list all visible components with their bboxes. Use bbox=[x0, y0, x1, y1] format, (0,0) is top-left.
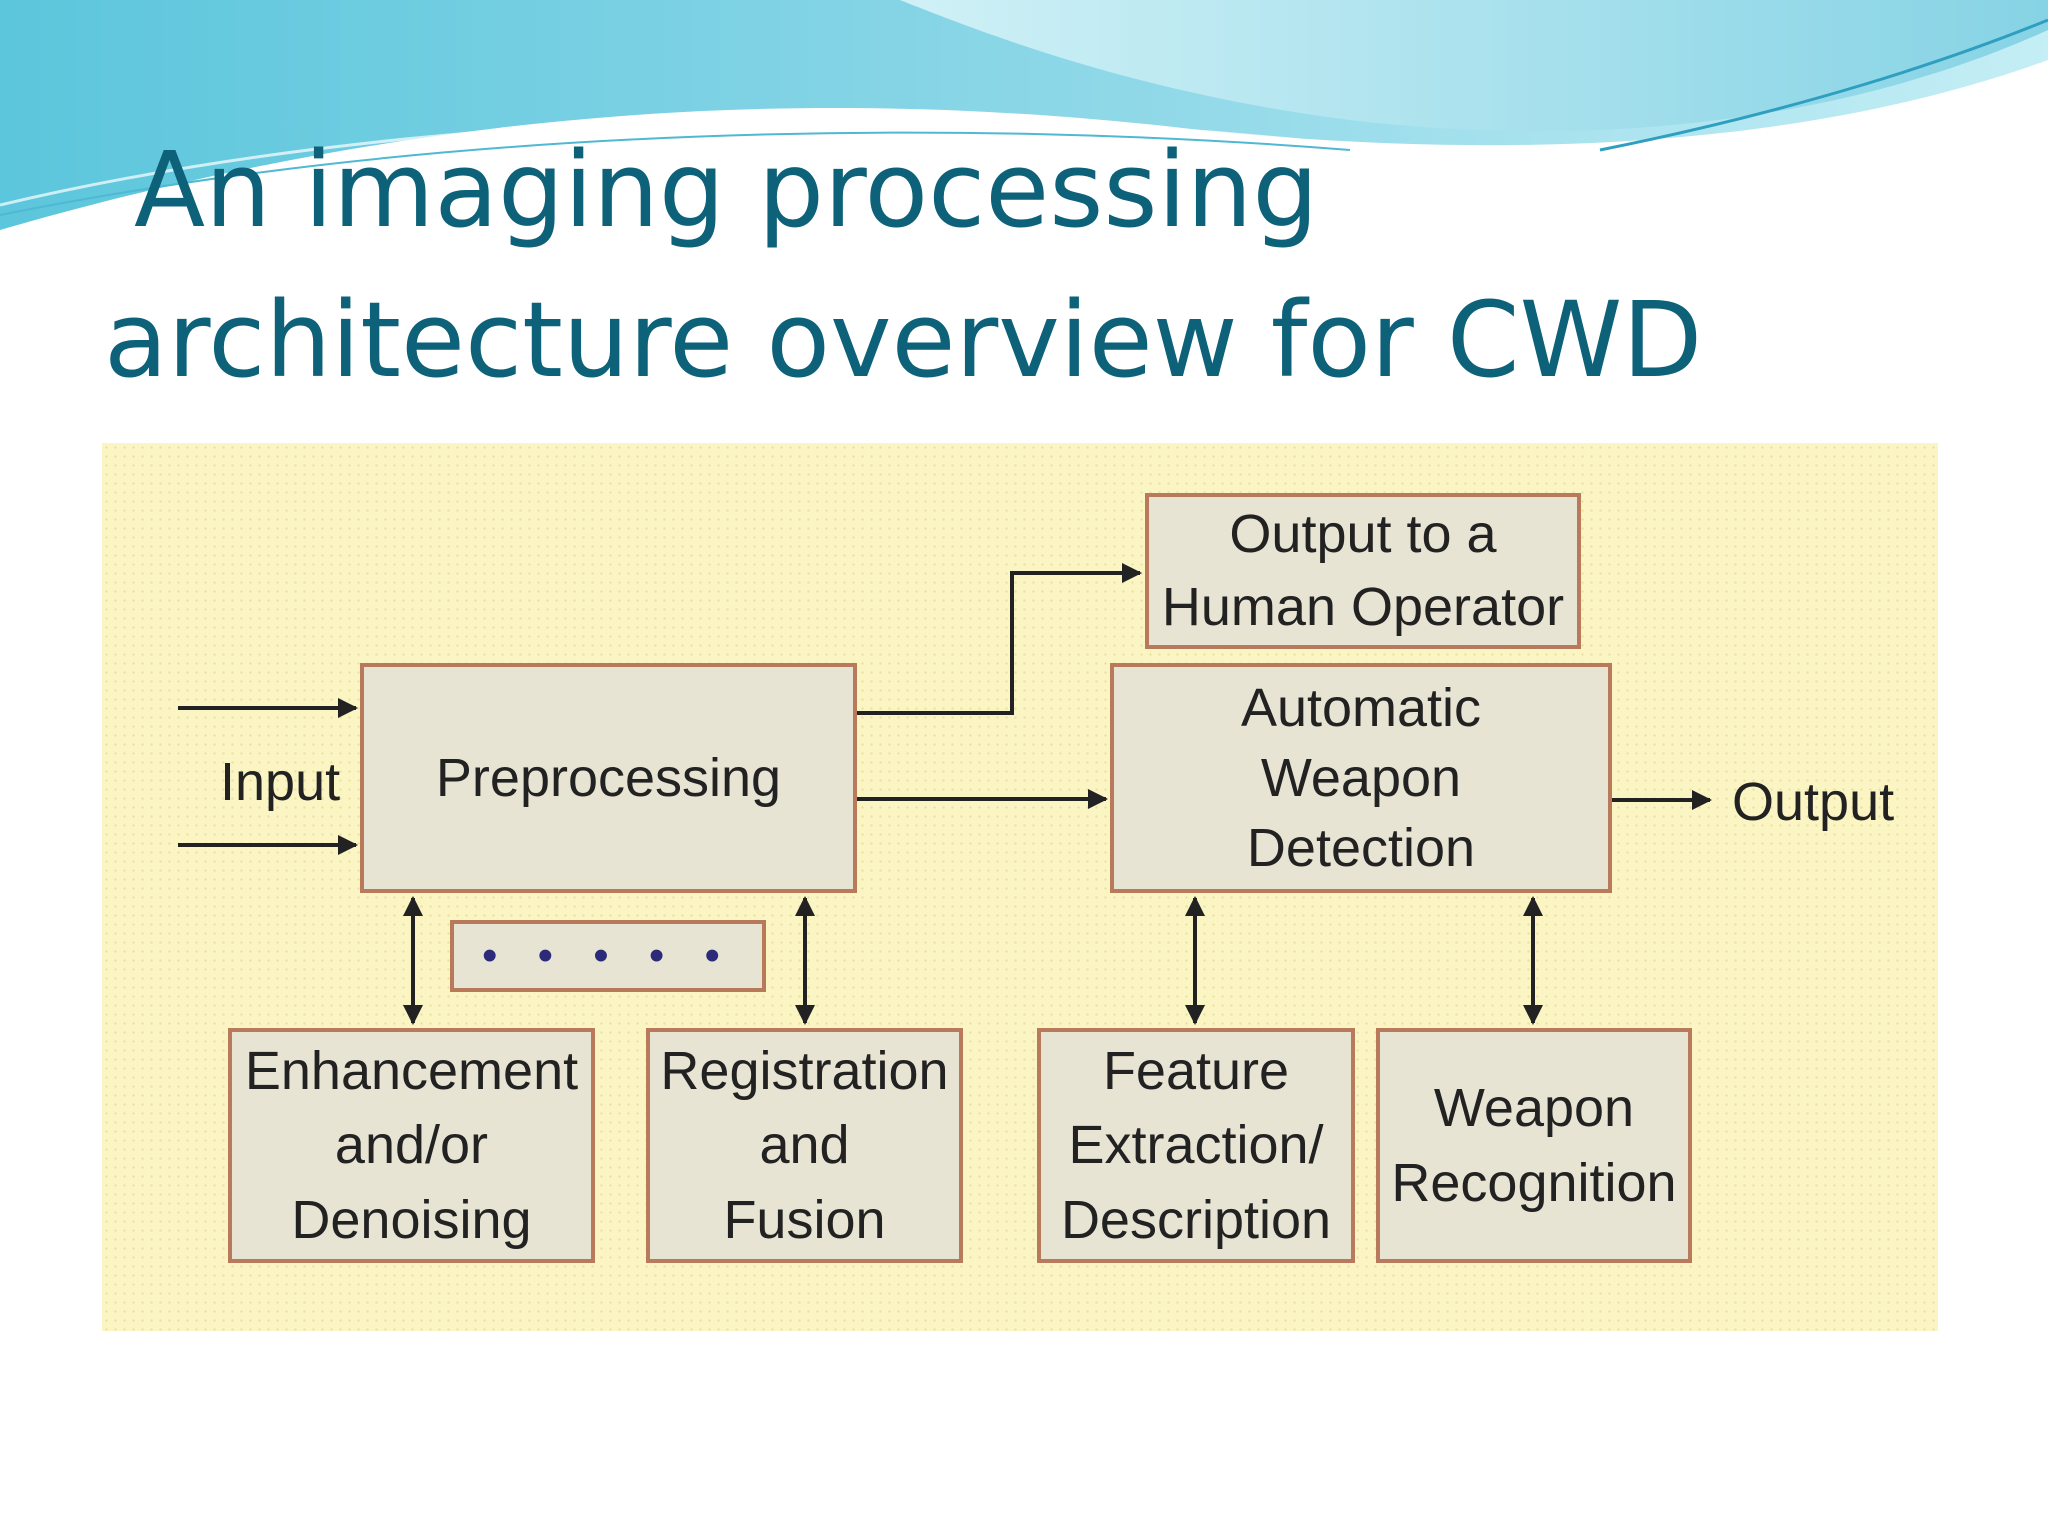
registration-line-3: Fusion bbox=[723, 1189, 886, 1250]
weapon-recognition-box: Weapon Recognition bbox=[1376, 1028, 1692, 1263]
arrow-to-human-operator bbox=[857, 563, 1142, 715]
human-operator-output-box: Output to a Human Operator bbox=[1145, 493, 1581, 649]
feature-line-3: Description bbox=[1060, 1189, 1332, 1250]
human-operator-line-1: Output to a bbox=[1229, 504, 1497, 565]
registration-line-1: Registration bbox=[660, 1040, 949, 1101]
diagram-connectors bbox=[178, 563, 1712, 1025]
detection-line-2: Weapon bbox=[1260, 747, 1462, 808]
enhancement-line-2: and/or bbox=[334, 1115, 489, 1176]
recognition-line-1: Weapon bbox=[1433, 1077, 1635, 1138]
recognition-line-2: Recognition bbox=[1391, 1152, 1677, 1213]
architecture-diagram: Input Output Preprocessing Output to a H… bbox=[102, 443, 1938, 1331]
feature-extraction-box: Feature Extraction/ Description bbox=[1037, 1028, 1355, 1263]
registration-line-2: and bbox=[759, 1115, 850, 1176]
enhancement-line-3: Denoising bbox=[291, 1189, 532, 1250]
human-operator-line-2: Human Operator bbox=[1161, 577, 1565, 637]
feature-line-1: Feature bbox=[1102, 1040, 1290, 1101]
detection-line-1: Automatic bbox=[1240, 677, 1482, 738]
ellipsis-box: • • • • • bbox=[450, 920, 766, 992]
ellipsis-dots: • • • • • bbox=[482, 930, 734, 980]
slide-title-line-2: architecture overview for CWD bbox=[104, 279, 1703, 401]
registration-fusion-box: Registration and Fusion bbox=[646, 1028, 963, 1263]
enhancement-denoising-box: Enhancement and/or Denoising bbox=[228, 1028, 595, 1263]
preprocessing-box: Preprocessing bbox=[360, 663, 857, 893]
header-wave-decoration bbox=[0, 0, 2048, 230]
output-label: Output bbox=[1732, 772, 1895, 832]
enhancement-line-1: Enhancement bbox=[244, 1040, 579, 1101]
input-label: Input bbox=[220, 752, 341, 812]
detection-line-3: Detection bbox=[1246, 818, 1476, 879]
feature-line-2: Extraction/ bbox=[1068, 1115, 1324, 1176]
preprocessing-label: Preprocessing bbox=[435, 747, 782, 808]
slide-title-line-1: An imaging processing bbox=[134, 129, 1319, 251]
automatic-weapon-detection-box: Automatic Weapon Detection bbox=[1110, 663, 1612, 893]
